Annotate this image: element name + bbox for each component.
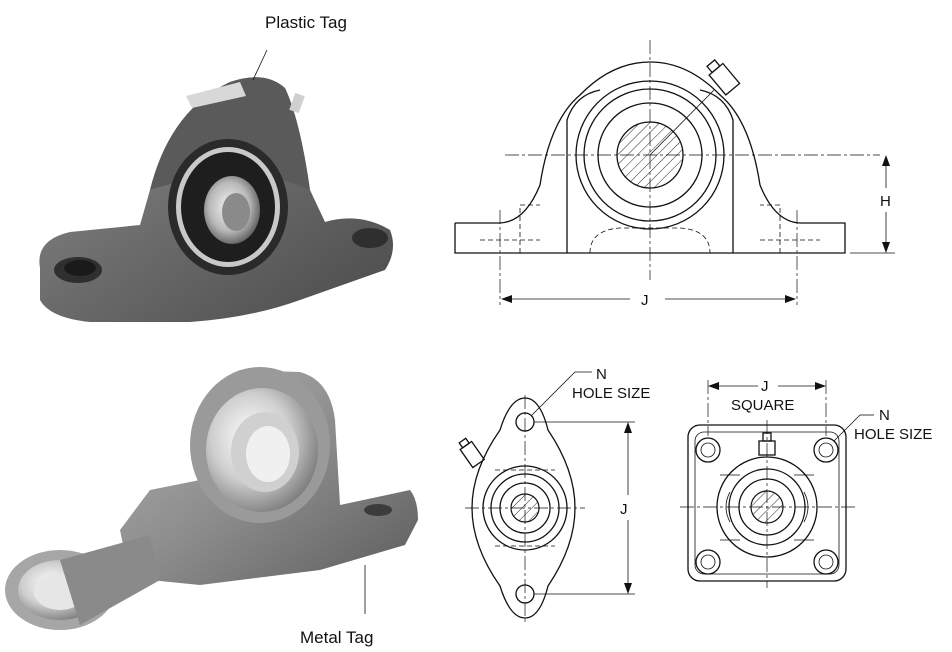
four-bolt-square-label: SQUARE — [731, 397, 794, 414]
metal-tag-label: Metal Tag — [300, 628, 373, 647]
two-bolt-n-label: N — [596, 366, 607, 383]
width-dimension-label: J — [641, 292, 649, 309]
two-bolt-flange-view — [458, 371, 635, 625]
pillow-block-side-view — [454, 40, 895, 305]
plastic-tag-label: Plastic Tag — [265, 13, 347, 32]
four-bolt-flange-view — [680, 380, 874, 588]
pillow-block-photo-metal-tag — [5, 367, 418, 630]
four-bolt-n-label: N — [879, 407, 890, 424]
two-bolt-hole-size-label: HOLE SIZE — [572, 385, 650, 402]
four-bolt-j-label: J — [761, 378, 769, 395]
four-bolt-hole-size-label: HOLE SIZE — [854, 426, 932, 443]
pillow-block-photo-plastic-tag — [39, 77, 394, 322]
two-bolt-j-label: J — [620, 501, 628, 518]
plastic-tag-leader — [252, 49, 268, 81]
height-dimension-label: H — [880, 193, 891, 210]
